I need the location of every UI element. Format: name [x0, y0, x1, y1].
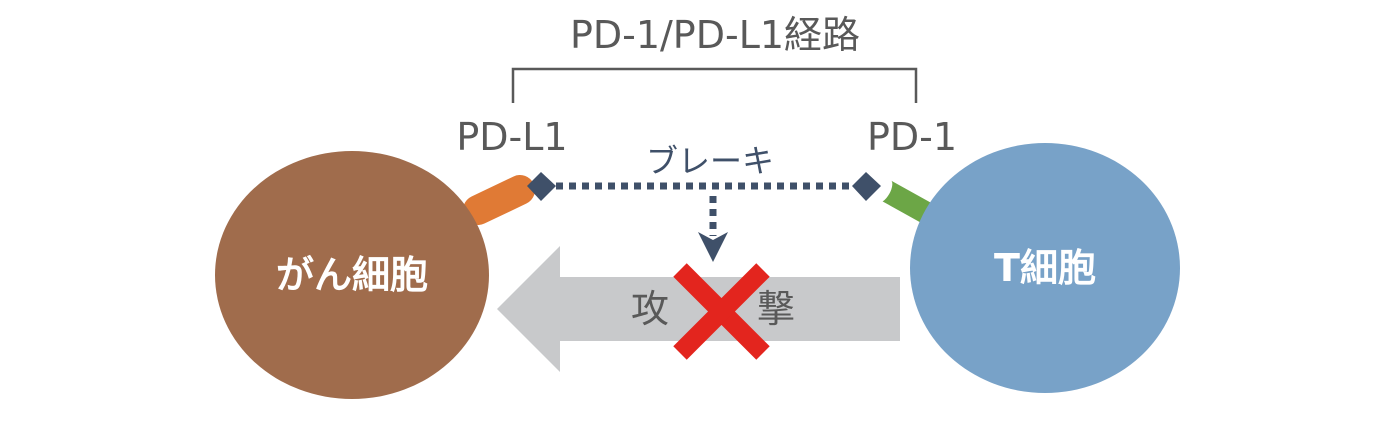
pd-1-label: PD-1 [867, 115, 957, 159]
blocked-cross-icon [673, 263, 770, 360]
pd-l1-binding-diamond-icon [527, 172, 556, 201]
pd-l1-label: PD-L1 [456, 115, 567, 159]
brake-label: ブレーキ [646, 142, 774, 180]
attack-label-left: 攻 [631, 287, 669, 331]
t-cell-label: T細胞 [994, 246, 1096, 290]
cancer-cell-label: がん細胞 [276, 253, 428, 297]
attack-label-right: 撃 [757, 287, 795, 331]
pathway-bracket [511, 67, 918, 103]
cancer-cell [215, 151, 489, 399]
t-cell [910, 143, 1180, 393]
pathway-title: PD-1/PD-L1経路 [570, 13, 860, 57]
brake-inhibition-arrowhead-icon [698, 232, 728, 262]
pd-1-binding-diamond-icon [852, 172, 881, 201]
attack-arrow [497, 246, 900, 372]
pd-l1-receptor [463, 175, 535, 225]
pd-1-receptor [875, 179, 937, 225]
